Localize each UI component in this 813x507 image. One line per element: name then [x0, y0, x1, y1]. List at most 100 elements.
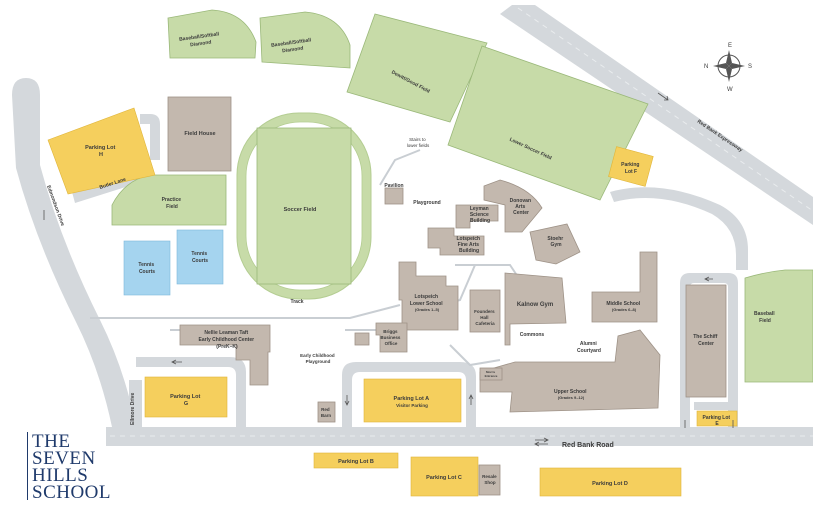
schiff-line1: The Schiff: [693, 334, 718, 340]
resale-line1: Resale: [482, 474, 497, 479]
svg-text:Parking Lot A Visitor Pa: Parking Lot A Visitor Parking: [394, 396, 431, 408]
lotspeich-fine-arts-line3: Building: [459, 248, 479, 254]
parking-lot-c: [410, 456, 479, 497]
donovan-line2: Arts: [515, 204, 525, 210]
baseball-diamond-1-line1: Baseball/Softball: [179, 31, 220, 43]
athletic-fields: [111, 9, 813, 383]
red-barn-line1: Red: [321, 407, 330, 412]
baseball-diamond-1-line2: Diamond: [190, 39, 212, 48]
building-labels: Field House Pavilion Playground Stairs t…: [184, 131, 719, 485]
baseball-field-east: [744, 269, 813, 383]
baseball-field-east-line2: Field: [759, 318, 771, 324]
red-barn: [317, 401, 336, 423]
alumni-line1: Alumni: [580, 341, 598, 347]
svg-text:The Schiff Center: The Schiff Center: [693, 334, 719, 347]
middle-school-line2: (Grades 6–8): [612, 307, 637, 312]
svg-text:Baseball/Softball Diamon: Baseball/Softball Diamond: [179, 31, 222, 50]
parking-lot-a-line1: Parking Lot A: [394, 396, 430, 402]
baseball-field-east-line1: Baseball: [754, 311, 775, 317]
lot-e-loop: [694, 402, 728, 410]
parking-lot-g: [144, 376, 228, 418]
lotspeich-fine-arts-line1: Lotspeich: [456, 236, 480, 242]
donovan-arts-center: [483, 179, 543, 233]
parking-labels: Parking Lot H Parking Lot F Parking Lot …: [85, 145, 732, 487]
morris-line2: Entrance: [485, 374, 498, 378]
svg-text:Stairs to lower fields: Stairs to lower fields: [407, 137, 430, 148]
svg-text:Parking Lot F: Parking Lot F: [621, 162, 641, 175]
svg-text:Baseball/Softball Diamon: Baseball/Softball Diamond: [271, 37, 314, 56]
parking-lot-b: [313, 452, 399, 469]
pavilion-label: Pavilion: [384, 183, 403, 189]
tennis-courts-2: [176, 229, 224, 285]
logo-line-1: THE: [32, 431, 71, 452]
parking-lot-b-label: Parking Lot B: [338, 459, 374, 465]
upper-school: [479, 329, 661, 413]
svg-text:Tennis Courts: Tennis Courts: [138, 262, 155, 275]
parking-lot-c-label: Parking Lot C: [426, 475, 462, 481]
stoehr-gym: [529, 223, 581, 265]
red-bank-road-label: Red Bank Road: [562, 442, 614, 449]
svg-text:Resale Shop: Resale Shop: [482, 474, 498, 485]
parking-lot-g-line2: G: [184, 401, 188, 407]
lotspeich-lower-line3: (Grades 1–5): [415, 307, 440, 312]
briggs-business-office: [375, 322, 408, 353]
svg-text:Donovan Arts Cente: Donovan Arts Center: [510, 198, 533, 216]
schiff-line2: Center: [698, 341, 714, 347]
svg-text:Briggs Business Of: Briggs Business Office: [380, 329, 401, 346]
briggs-line2: Business: [380, 335, 401, 340]
parking-lot-h-line1: Parking Lot: [85, 145, 115, 151]
parking-lot-f: [608, 146, 654, 187]
tennis-courts-1: [123, 240, 171, 296]
tennis-courts-2-line2: Courts: [192, 258, 208, 264]
svg-text:Parking Lot E: Parking Lot E: [703, 415, 732, 427]
svg-text:Alumni Courtyard: Alumni Courtyard: [577, 341, 601, 354]
parking-lots: [47, 107, 738, 497]
parking-lot-a-line2: Visitor Parking: [396, 403, 428, 408]
alumni-line2: Courtyard: [577, 348, 601, 354]
parking-lot-e-line2: E: [715, 421, 719, 427]
svg-text:Lotspeich Lower School: Lotspeich Lower School (Grades 1–5): [410, 294, 444, 312]
parking-lot-e-line1: Parking Lot: [703, 415, 731, 421]
resale-shop: [478, 464, 501, 496]
leyman-line2: Science: [470, 212, 489, 218]
practice-field-line1: Practice: [162, 197, 182, 203]
compass-south: S: [748, 64, 752, 70]
founders-line2: Hall: [480, 315, 488, 320]
lotspeich-lower-line2: Lower School: [410, 301, 443, 307]
tennis-courts-1-line2: Courts: [139, 269, 155, 275]
field-house-label: Field House: [184, 131, 215, 137]
stoehr-line2: Gym: [550, 242, 562, 248]
lot-g-loop: [136, 357, 246, 427]
svg-text:Practice Field: Practice Field: [162, 197, 183, 210]
lotspeich-lower-line1: Lotspeich: [414, 294, 438, 300]
svg-text:Early Childhood Playgrou: Early Childhood Playground: [300, 353, 336, 364]
morris-line1: Morris: [486, 370, 496, 374]
lot-h-loop: [140, 114, 160, 160]
soccer-field: [256, 127, 352, 285]
svg-text:Parking Lot G: Parking Lot G: [170, 394, 202, 407]
upper-school-line2: (Grades 9–12): [558, 395, 585, 400]
svg-text:Nellie Leaman Taft Early: Nellie Leaman Taft Early Childhood Cente…: [199, 330, 256, 350]
parking-lot-d: [539, 467, 682, 497]
lotspeich-lower-school: [398, 261, 459, 331]
parking-lot-f-line2: Lot F: [625, 169, 637, 175]
parking-lot-d-label: Parking Lot D: [592, 481, 628, 487]
svg-text:Parking Lot H: Parking Lot H: [85, 145, 117, 158]
baseball-diamond-2-line2: Diamond: [282, 45, 304, 54]
donovan-line1: Donovan: [510, 198, 531, 204]
leyman-science-building: [455, 204, 499, 229]
baseball-diamond-2: [259, 11, 351, 69]
dewitt-field: [346, 13, 488, 123]
svg-text:Stoehr Gym: Stoehr Gym: [547, 236, 564, 248]
schiff-center: [685, 284, 727, 398]
nellie-leaman-taft-center: [179, 324, 271, 386]
briggs-line3: Office: [385, 341, 398, 346]
soccer-field-label: Soccer Field: [284, 207, 317, 213]
kalnow-gym: [504, 272, 567, 346]
tennis-courts-1-line1: Tennis: [138, 262, 154, 268]
ellmore-drive: [129, 380, 142, 430]
kalnow-gym-label: Kalnow Gym: [517, 302, 553, 308]
upper-school-line1: Upper School: [554, 389, 587, 395]
stoehr-line1: Stoehr: [547, 236, 563, 242]
